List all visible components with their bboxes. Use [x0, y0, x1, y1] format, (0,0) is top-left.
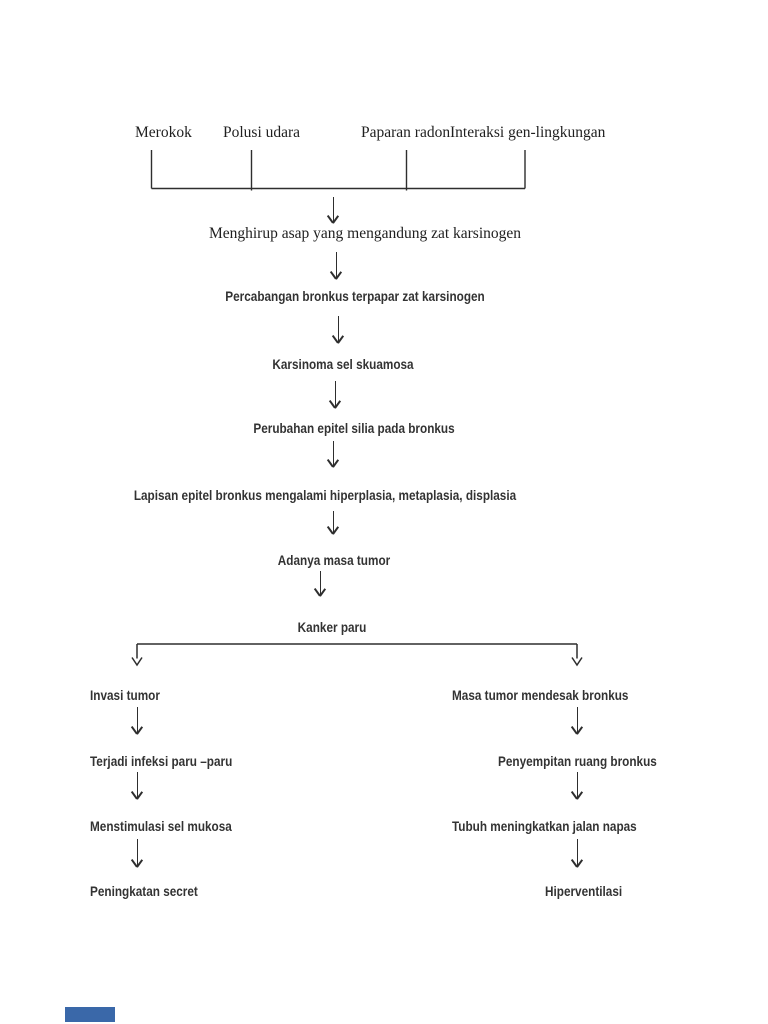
- right-step-hiperventilasi: Hiperventilasi: [545, 883, 623, 899]
- right-step-penyempitan-bronkus: Penyempitan ruang bronkus: [498, 753, 657, 769]
- cause-label-interaksi-gen: Interaksi gen-lingkungan: [450, 124, 606, 141]
- arrow-down-icon: [333, 441, 334, 466]
- arrow-down-icon: [338, 316, 339, 342]
- flow-step-lapisan-epitel: Lapisan epitel bronkus mengalami hiperpl…: [133, 487, 517, 503]
- arrow-down-icon: [320, 571, 321, 595]
- footer-blue-bar: [65, 1007, 115, 1022]
- arrow-down-icon: [137, 707, 138, 733]
- arrow-down-icon: [577, 839, 578, 866]
- branch-junction-lines: [131, 643, 583, 667]
- arrow-down-icon: [577, 707, 578, 733]
- cause-label-merokok: Merokok: [135, 124, 192, 141]
- right-step-tubuh-jalan-napas: Tubuh meningkatkan jalan napas: [452, 818, 637, 834]
- arrow-down-icon: [137, 839, 138, 866]
- arrow-down-icon: [333, 511, 334, 533]
- flow-step-karsinoma: Karsinoma sel skuamosa: [272, 356, 414, 372]
- flow-step-perubahan-epitel: Perubahan epitel silia pada bronkus: [253, 420, 455, 436]
- left-step-infeksi-paru: Terjadi infeksi paru –paru: [90, 753, 233, 769]
- right-step-masa-tumor-mendesak: Masa tumor mendesak bronkus: [452, 687, 629, 703]
- arrow-down-icon: [333, 197, 334, 222]
- arrow-down-icon: [336, 252, 337, 278]
- left-step-menstimulasi-mukosa: Menstimulasi sel mukosa: [90, 818, 232, 834]
- cause-label-paparan-radon: Paparan radon: [361, 124, 451, 141]
- flow-step-menghirup-asap: Menghirup asap yang mengandung zat karsi…: [208, 225, 522, 242]
- grouping-bracket: [150, 150, 526, 191]
- arrow-down-icon: [577, 772, 578, 798]
- cause-label-polusi-udara: Polusi udara: [223, 124, 301, 141]
- arrow-down-icon: [335, 381, 336, 407]
- flow-step-percabangan-bronkus: Percabangan bronkus terpapar zat karsino…: [225, 288, 485, 304]
- left-step-peningkatan-secret: Peningkatan secret: [90, 883, 198, 899]
- flow-step-masa-tumor: Adanya masa tumor: [277, 552, 391, 568]
- flow-step-kanker-paru: Kanker paru: [297, 619, 367, 635]
- left-step-invasi-tumor: Invasi tumor: [90, 687, 160, 703]
- arrow-down-icon: [137, 772, 138, 798]
